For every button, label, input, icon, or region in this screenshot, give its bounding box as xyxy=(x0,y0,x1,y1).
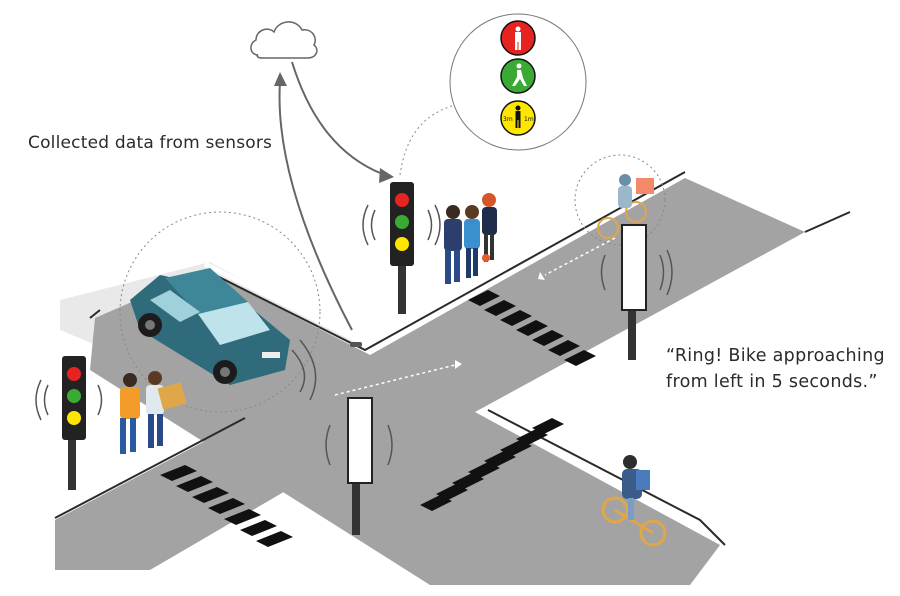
traffic-light-top xyxy=(362,182,441,314)
upload-arrowhead xyxy=(274,72,287,86)
sensor-post-center xyxy=(291,339,393,535)
pedestrian-group-top xyxy=(444,193,497,284)
curb-left xyxy=(89,309,101,319)
distance-right-label: 1m xyxy=(524,116,534,123)
curb-bottom-right xyxy=(487,409,726,546)
car-sensor-range xyxy=(119,211,321,413)
bike-approach-message: “Ring! Bike approaching from left in 5 s… xyxy=(666,343,885,395)
crosswalk-bottom-left xyxy=(160,465,293,547)
cyclist-bottom-right xyxy=(601,455,667,547)
bike-approach-message-line-1: “Ring! Bike approaching xyxy=(666,346,885,366)
distance-pedestrian-icon: 3m 1m xyxy=(500,100,536,136)
walk-pedestrian-icon xyxy=(500,58,536,94)
car-direction-dashes xyxy=(334,364,456,396)
pedestrian-group-left xyxy=(120,371,187,454)
curb-bottom-left xyxy=(54,417,246,519)
road-sensor-puck xyxy=(350,342,362,347)
bike-direction-arrowhead xyxy=(538,272,545,280)
curb-right xyxy=(804,211,851,233)
curb-top-left xyxy=(204,171,686,352)
stop-pedestrian-icon xyxy=(500,20,536,56)
car xyxy=(130,268,290,385)
car-direction-arrowhead xyxy=(455,360,462,369)
bike-sensor-range xyxy=(574,154,666,246)
signal-callout-arc xyxy=(399,104,456,176)
sensor-data-caption: Collected data from sensors xyxy=(28,133,273,153)
cyclist-top-right xyxy=(597,174,654,239)
curb-top-left-inner xyxy=(203,163,682,347)
pedestrian-signal-callout: 3m 1m xyxy=(449,13,587,151)
sensor-post-right xyxy=(600,224,673,360)
download-arrowhead xyxy=(379,168,394,183)
bike-approach-message-line-2: from left in 5 seconds.” xyxy=(666,372,878,392)
road-bottom-left xyxy=(55,420,330,570)
crosswalk-bottom xyxy=(420,418,564,511)
traffic-light-left xyxy=(35,356,103,490)
distance-left-label: 3m xyxy=(503,116,513,123)
bike-direction-dashes xyxy=(544,237,616,276)
download-arrow xyxy=(291,61,386,176)
cloud-icon xyxy=(250,21,318,59)
upload-arrow xyxy=(278,81,353,331)
crosswalk-top xyxy=(468,290,596,366)
